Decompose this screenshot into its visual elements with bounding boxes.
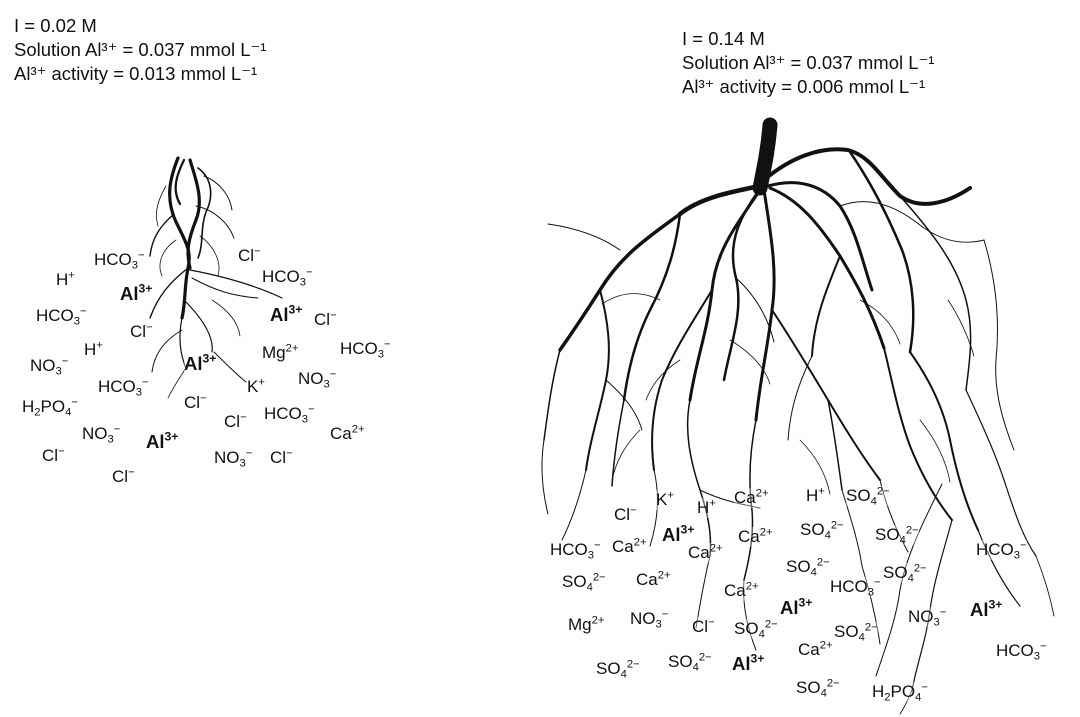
right-ion-label: Ca2+ (734, 487, 769, 508)
left-ion-label: NO3− (298, 368, 337, 391)
right-ion-label: Al3+ (970, 597, 1003, 620)
left-ion-label: Ca2+ (330, 423, 365, 444)
left-ion-label: Cl− (184, 392, 207, 413)
right-ion-label: SO42− (796, 677, 840, 700)
right-ion-label: SO42− (846, 485, 890, 508)
right-ion-label: SO42− (668, 651, 712, 674)
left-ion-label: NO3− (214, 447, 253, 470)
left-ion-label: H+ (84, 339, 103, 360)
right-ion-label: Ca2+ (636, 569, 671, 590)
right-ion-label: HCO3− (550, 539, 601, 562)
small-root-system (149, 156, 283, 399)
right-al-activity: Al³⁺ activity = 0.006 mmol L⁻¹ (682, 76, 926, 97)
left-ion-label: HCO3− (98, 376, 149, 399)
right-ion-label: Al3+ (662, 522, 695, 545)
left-ion-label: Cl− (270, 447, 293, 468)
left-ion-label: Cl− (112, 466, 135, 487)
right-ion-label: H+ (697, 497, 716, 518)
left-ion-label: Al3+ (146, 429, 179, 452)
left-ion-label: Cl− (224, 411, 247, 432)
left-ion-label: H2PO4− (22, 396, 78, 419)
left-ion-label: HCO3− (36, 305, 87, 328)
left-ion-label: NO3− (82, 423, 121, 446)
left-ionic-strength: I = 0.02 M (14, 15, 97, 36)
right-ion-label: SO42− (834, 621, 878, 644)
right-ion-label: Ca2+ (724, 580, 759, 601)
right-ionic-strength: I = 0.14 M (682, 28, 765, 49)
large-root-system (541, 117, 1055, 715)
right-ion-label: H2PO4− (872, 681, 928, 704)
right-ion-label: Al3+ (732, 651, 765, 674)
left-solution-al: Solution Al³⁺ = 0.037 mmol L⁻¹ (14, 39, 267, 60)
right-ion-label: K+ (656, 489, 674, 510)
left-ion-label: NO3− (30, 355, 69, 378)
left-al-activity: Al³⁺ activity = 0.013 mmol L⁻¹ (14, 63, 258, 84)
left-panel-header: I = 0.02 M Solution Al³⁺ = 0.037 mmol L⁻… (14, 14, 266, 86)
right-ion-label: H+ (806, 485, 825, 506)
left-ion-label: Cl− (42, 445, 65, 466)
left-ion-label: Cl− (130, 321, 153, 342)
right-ion-label: Al3+ (780, 595, 813, 618)
left-ion-label: Al3+ (270, 302, 303, 325)
right-ion-label: SO42− (562, 571, 606, 594)
left-ion-label: HCO3− (94, 249, 145, 272)
right-ion-label: SO42− (800, 519, 844, 542)
right-panel-header: I = 0.14 M Solution Al³⁺ = 0.037 mmol L⁻… (682, 27, 934, 99)
right-ion-label: SO42− (596, 658, 640, 681)
right-ion-label: HCO3− (976, 539, 1027, 562)
right-ion-label: Ca2+ (738, 526, 773, 547)
left-ion-label: Al3+ (120, 281, 153, 304)
left-ion-label: HCO3− (262, 266, 313, 289)
right-ion-label: SO42− (883, 562, 927, 585)
right-ion-label: HCO3− (830, 576, 881, 599)
left-ion-label: Al3+ (184, 351, 217, 374)
left-ion-label: Mg2+ (262, 342, 299, 363)
right-ion-label: HCO3− (996, 640, 1047, 663)
left-ion-label: H+ (56, 269, 75, 290)
left-ion-label: HCO3− (264, 403, 315, 426)
right-ion-label: Ca2+ (798, 639, 833, 660)
right-ion-label: SO42− (734, 618, 778, 641)
right-ion-label: NO3− (908, 606, 947, 629)
right-ion-label: Cl− (692, 616, 715, 637)
right-solution-al: Solution Al³⁺ = 0.037 mmol L⁻¹ (682, 52, 935, 73)
right-ion-label: NO3− (630, 608, 669, 631)
right-ion-label: Cl− (614, 504, 637, 525)
left-ion-label: K+ (247, 376, 265, 397)
left-ion-label: HCO3− (340, 338, 391, 361)
right-ion-label: Ca2+ (612, 536, 647, 557)
left-ion-label: Cl− (238, 245, 261, 266)
right-ion-label: SO42− (786, 556, 830, 579)
right-ion-label: Mg2+ (568, 614, 605, 635)
left-ion-label: Cl− (314, 309, 337, 330)
right-ion-label: Ca2+ (688, 542, 723, 563)
right-ion-label: SO42− (875, 524, 919, 547)
